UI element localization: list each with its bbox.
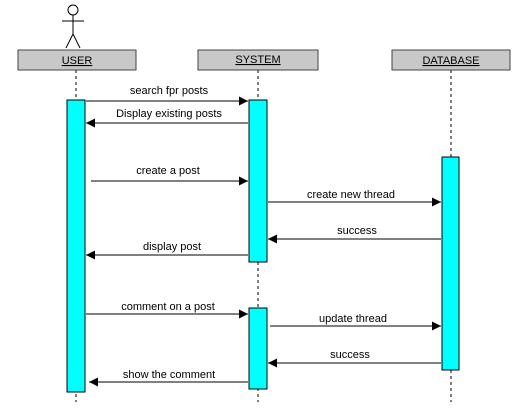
- message-label: update thread: [319, 313, 387, 325]
- message-9: success: [268, 349, 441, 368]
- message-label: display post: [143, 241, 201, 253]
- message-label: search fpr posts: [130, 85, 209, 97]
- participant-database-label: DATABASE: [422, 55, 479, 67]
- message-2: Display existing posts: [86, 108, 248, 128]
- participant-system-label: SYSTEM: [235, 54, 280, 66]
- message-6: display post: [86, 241, 248, 260]
- user-actor-icon: [62, 4, 84, 49]
- message-label: success: [330, 349, 370, 361]
- message-label: comment on a post: [121, 301, 215, 313]
- message-7: comment on a post: [86, 301, 248, 319]
- message-4: create new thread: [268, 189, 441, 207]
- message-label: Display existing posts: [116, 108, 222, 120]
- message-label: create new thread: [307, 189, 395, 201]
- participant-user: USER: [17, 49, 137, 71]
- participant-database: DATABASE: [391, 49, 511, 71]
- system-activation-2: [248, 307, 268, 390]
- user-activation: [66, 99, 86, 393]
- database-activation: [441, 156, 460, 371]
- message-label: show the comment: [123, 369, 215, 381]
- message-10: show the comment: [89, 369, 248, 387]
- participant-user-label: USER: [62, 55, 93, 67]
- message-label: success: [337, 225, 377, 237]
- message-8: update thread: [270, 313, 441, 331]
- message-3: create a post: [91, 165, 248, 186]
- message-label: create a post: [136, 165, 200, 177]
- participant-system: SYSTEM: [197, 49, 319, 71]
- system-activation-1: [248, 99, 268, 263]
- message-1: search fpr posts: [86, 85, 248, 106]
- message-5: success: [268, 225, 441, 244]
